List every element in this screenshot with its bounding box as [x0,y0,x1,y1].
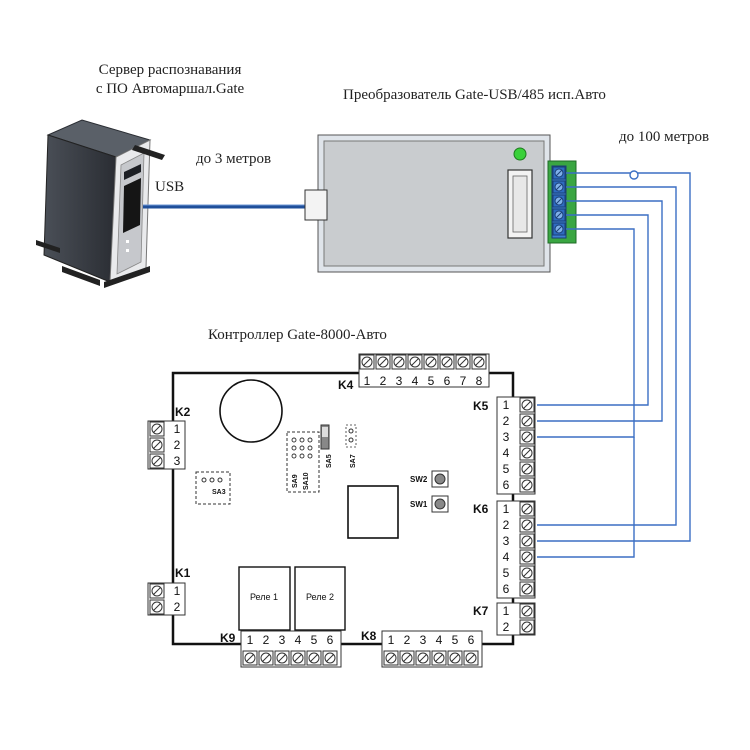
server-title-line2: с ПО Автомаршал.Gate [95,81,245,97]
k9-label: K9 [220,631,236,645]
k6-label: K6 [473,502,489,516]
k4-pin: 7 [460,374,467,388]
k5-pin: 3 [503,430,510,444]
relay-1-label: Реле 1 [250,592,278,602]
mcu-chip [347,485,399,539]
k7-pin: 1 [503,604,510,618]
connector-k1: 1 2 K1 [147,566,191,616]
k8-pin: 1 [388,633,395,647]
k1-label: K1 [175,566,191,580]
relay-2 [294,566,346,631]
sw1-label: SW1 [410,500,428,509]
connector-k7: 1 2 K7 [473,602,536,636]
k5-pin: 4 [503,446,510,460]
wire-junction [629,170,639,180]
k8-label: K8 [361,629,377,643]
server-title-line1: Сервер распознавания [98,62,242,78]
k5-pin: 5 [503,462,510,476]
k2-label: K2 [175,405,191,419]
k7-label: K7 [473,604,489,618]
battery-icon [219,379,283,443]
controller-board: SA3 SA9 SA10 SA5 SA7 SW2 SW1 Реле 1 Реле… [171,371,515,646]
connector-k4: 1 2 3 4 5 6 7 8 K4 [338,353,490,392]
k4-pin: 6 [444,374,451,388]
k4-pin: 3 [396,374,403,388]
sa5-label: SA5 [326,454,333,468]
k9-pin: 3 [279,633,286,647]
k5-label: K5 [473,399,489,413]
k8-pin: 4 [436,633,443,647]
k2-pin: 2 [174,438,181,452]
k6-pin: 5 [503,566,510,580]
distance-short-label: до 3 метров [196,151,272,167]
k9-pin: 2 [263,633,270,647]
sa7-label: SA7 [350,454,357,468]
k7-pin: 2 [503,620,510,634]
server-title: Сервер распознавания с ПО Автомаршал.Gat… [60,62,280,98]
k1-pin: 2 [174,600,181,614]
controller-title: Контроллер Gate-8000-Авто [208,327,387,343]
relay-2-label: Реле 2 [306,592,334,602]
rs485-wires [537,172,691,558]
connector-k8: 1 2 3 4 5 6 K8 [361,629,483,668]
k4-pin: 4 [412,374,419,388]
distance-long-label: до 100 метров [619,129,710,145]
k8-pin: 5 [452,633,459,647]
k8-pin: 3 [420,633,427,647]
k9-pin: 4 [295,633,302,647]
k6-pin: 3 [503,534,510,548]
usb-rs485-converter [304,134,577,273]
relay-1 [238,566,291,631]
converter-title: Преобразователь Gate-USB/485 исп.Авто [343,87,606,103]
connector-k5: 1 2 3 4 5 6 K5 [473,396,536,495]
k5-pin: 6 [503,478,510,492]
k9-pin: 1 [247,633,254,647]
k4-label: K4 [338,378,354,392]
sa9-label: SA9 [292,474,299,488]
k4-pin: 1 [364,374,371,388]
k6-pin: 6 [503,582,510,596]
k5-pin: 1 [503,398,510,412]
sa10-label: SA10 [303,472,310,490]
server-icon [36,119,165,288]
k1-pin: 1 [174,584,181,598]
status-led-icon [513,147,527,161]
k6-pin: 2 [503,518,510,532]
connector-k2: 1 2 3 K2 [147,405,191,470]
usb-label: USB [155,179,185,195]
k8-pin: 6 [468,633,475,647]
sw2-label: SW2 [410,475,428,484]
connector-k6: 1 2 3 4 5 6 K6 [473,500,536,599]
k9-pin: 6 [327,633,334,647]
k4-pin: 8 [476,374,483,388]
k2-pin: 1 [174,422,181,436]
k4-pin: 2 [380,374,387,388]
k5-pin: 2 [503,414,510,428]
k6-pin: 4 [503,550,510,564]
connector-k9: 1 2 3 4 5 6 K9 [220,630,342,668]
k8-pin: 2 [404,633,411,647]
sa3-label: SA3 [212,489,226,496]
k4-pin: 5 [428,374,435,388]
k6-pin: 1 [503,502,510,516]
k9-pin: 5 [311,633,318,647]
k2-pin: 3 [174,454,181,468]
